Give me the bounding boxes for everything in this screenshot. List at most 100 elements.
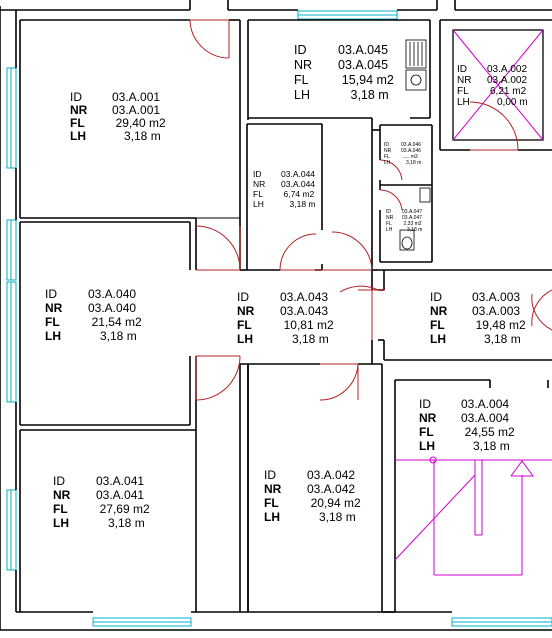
room-value-id: 03.A.001 <box>112 90 160 104</box>
room-label-key-lh: LH <box>53 516 69 530</box>
room-label-key-lh: LH <box>45 329 61 343</box>
room-value-id: 03.A.041 <box>96 474 144 488</box>
room-value-lh: 3,18 m <box>100 329 137 343</box>
door-044 <box>279 233 322 271</box>
room-value-fl: 15,94 m2 <box>342 73 394 87</box>
room-value-id: 03.A.003 <box>472 290 520 304</box>
shaft-cross <box>452 29 544 141</box>
room-label-key-lh: LH <box>457 97 470 108</box>
room-label-key-nr: NR <box>70 103 88 117</box>
room-label-key-nr: NR <box>386 215 394 221</box>
room-label-key-id: ID <box>457 64 467 75</box>
room-label-key-fl: FL <box>384 154 390 160</box>
room-label-key-nr: NR <box>237 304 255 318</box>
room-label-key-lh: LH <box>294 88 310 102</box>
room-label-key-fl: FL <box>419 425 434 439</box>
room-value-fl: 2,33 m2 <box>404 221 422 227</box>
room-label-key-id: ID <box>253 169 262 179</box>
room-value-nr: 03.A.044 <box>281 179 315 189</box>
door-045-sanitary <box>322 231 373 271</box>
room-label-key-nr: NR <box>430 304 448 318</box>
room-label-key-lh: LH <box>253 199 264 209</box>
room-value-id: 03.A.002 <box>487 64 527 75</box>
room-label-key-nr: NR <box>384 148 392 154</box>
room-value-nr: 03.A.043 <box>280 304 328 318</box>
room-value-id: 03.A.044 <box>281 169 315 179</box>
room-value-lh: 3,18 m <box>484 332 521 346</box>
room-label-key-fl: FL <box>237 318 252 332</box>
room-value-id: 03.A.043 <box>280 290 328 304</box>
room-label-key-id: ID <box>70 90 82 104</box>
fixtures <box>399 39 431 251</box>
room-label-key-fl: FL <box>45 315 60 329</box>
room-label-key-nr: NR <box>53 488 71 502</box>
room-label-key-lh: LH <box>386 227 393 233</box>
door-003 <box>371 289 385 340</box>
room-label-key-nr: NR <box>253 179 265 189</box>
room-label-key-id: ID <box>237 290 249 304</box>
room-value-fl: 21,54 m2 <box>92 315 142 329</box>
room-label-key-id: ID <box>386 209 391 215</box>
room-label-key-nr: NR <box>419 411 437 425</box>
doors <box>189 19 552 401</box>
room-value-lh: 3,18 m <box>407 227 422 233</box>
room-label-key-id: ID <box>264 468 276 482</box>
sink-045 <box>405 69 427 91</box>
room-value-lh: 0,00 m <box>497 97 528 108</box>
door-003-right <box>531 289 552 327</box>
room-label-key-id: ID <box>419 397 431 411</box>
room-value-fl: 6,21 m2 <box>490 86 527 97</box>
door-040-top <box>195 225 241 271</box>
room-label-key-id: ID <box>384 142 389 148</box>
windows <box>6 10 552 627</box>
room-value-lh: 3,18 m <box>406 160 421 166</box>
room-value-id: 03.A.004 <box>461 397 509 411</box>
door-042 <box>319 363 359 401</box>
room-label-key-fl: FL <box>264 496 279 510</box>
room-label-key-lh: LH <box>419 439 435 453</box>
room-label-key-nr: NR <box>457 75 471 86</box>
room-value-fl: 20,94 m2 <box>311 496 361 510</box>
room-label-key-id: ID <box>45 287 57 301</box>
room-label-key-id: ID <box>430 290 442 304</box>
room-value-nr: 03.A.045 <box>338 58 388 72</box>
room-label-key-id: ID <box>53 474 65 488</box>
room-value-nr: 03.A.001 <box>112 103 160 117</box>
room-value-nr: 03.A.047 <box>402 215 422 221</box>
room-label-key-lh: LH <box>384 160 391 166</box>
room-value-nr: 03.A.041 <box>96 488 144 502</box>
room-value-nr: 03.A.003 <box>472 304 520 318</box>
room-value-lh: 3,18 m <box>124 129 161 143</box>
room-label-key-fl: FL <box>294 73 309 87</box>
room-label-key-nr: NR <box>294 58 312 72</box>
room-value-id: 03.A.045 <box>338 43 388 57</box>
room-value-id: 03.A.042 <box>307 468 355 482</box>
room-label-key-lh: LH <box>70 129 86 143</box>
room-value-nr: 03.A.040 <box>88 301 136 315</box>
room-value-lh: 3,18 m <box>473 439 510 453</box>
room-value-fl: 24,55 m2 <box>465 425 515 439</box>
room-value-lh: 3,18 m <box>319 510 356 524</box>
room-label-key-fl: FL <box>386 221 392 227</box>
room-label-key-lh: LH <box>237 332 253 346</box>
room-label-key-nr: NR <box>264 482 282 496</box>
room-value-nr: 03.A.046 <box>401 148 421 154</box>
room-label-key-nr: NR <box>45 301 63 315</box>
door-040-bottom <box>195 355 241 401</box>
room-value-fl: ..,.. m2 <box>403 154 419 160</box>
room-label-key-fl: FL <box>253 189 263 199</box>
